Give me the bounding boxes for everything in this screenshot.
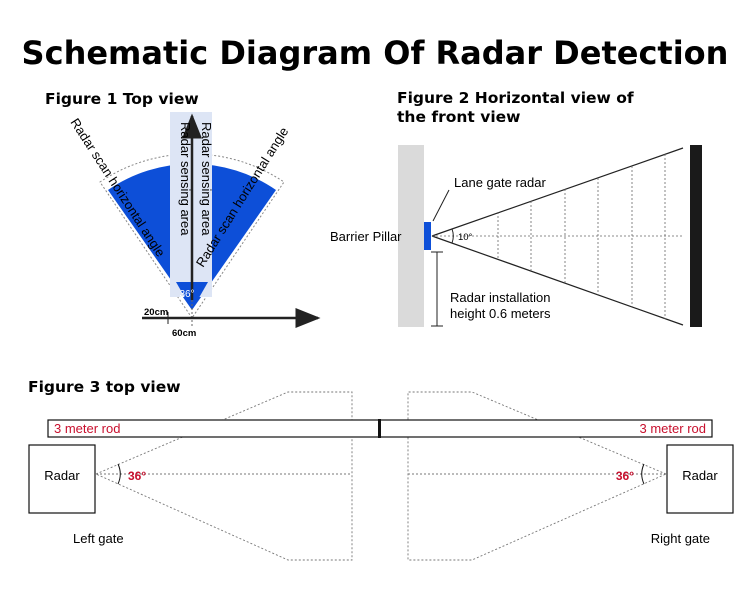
right-radar-label: Radar: [682, 468, 718, 483]
figure2-angle-label: 10°: [458, 232, 473, 243]
far-wall: [690, 145, 702, 327]
figure1-top-view: 36° Radar scan horizontal angle Radar sc…: [67, 112, 321, 339]
lane-gate-radar: [424, 222, 431, 250]
right-gate-label: Right gate: [651, 531, 710, 546]
right-rod-label: 3 meter rod: [640, 421, 706, 436]
sensing-area-label-right: Radar sensing area: [199, 122, 214, 236]
figure2-heading-line1: Figure 2 Horizontal view of: [397, 89, 634, 107]
beam-upper-line: [431, 147, 684, 237]
installation-height-label-line2: height 0.6 meters: [450, 306, 551, 321]
beam-lower-line: [431, 235, 684, 326]
lane-gate-radar-label: Lane gate radar: [454, 175, 546, 190]
barrier-pillar: [398, 145, 424, 327]
left-gate-label: Left gate: [73, 531, 124, 546]
figure1-heading: Figure 1 Top view: [45, 90, 199, 108]
left-radar-box: [28, 444, 96, 514]
dimension-20cm: 20cm: [144, 307, 168, 318]
figure1-angle-label: 36°: [179, 289, 194, 300]
left-scan-area: [94, 391, 353, 561]
figure2-heading-line2: the front view: [397, 108, 520, 126]
sensing-area-label-left: Radar sensing area: [178, 122, 193, 236]
right-angle-arc: [641, 463, 645, 485]
beam-grid: [432, 154, 683, 319]
left-radar-label: Radar: [44, 468, 80, 483]
figure3-heading: Figure 3 top view: [28, 378, 181, 396]
figure3-top-view: 3 meter rod 3 meter rod Radar Radar 36° …: [28, 391, 734, 561]
left-angle-arc: [117, 463, 121, 485]
rod-joint: [378, 419, 381, 438]
right-radar-box: [666, 444, 734, 514]
radar-callout-line: [432, 189, 450, 222]
page-title: Schematic Diagram Of Radar Detection: [22, 34, 729, 72]
figure2-front-view: Lane gate radar Barrier Pillar 10° Radar…: [330, 145, 702, 327]
installation-height-label-line1: Radar installation: [450, 290, 550, 305]
right-angle-label: 36°: [616, 469, 634, 483]
right-scan-area: [407, 391, 668, 561]
beam-angle-arc: [451, 228, 454, 244]
dimension-60cm: 60cm: [172, 328, 196, 339]
left-rod-label: 3 meter rod: [54, 421, 120, 436]
left-angle-label: 36°: [128, 469, 146, 483]
barrier-pillar-label: Barrier Pillar: [330, 229, 402, 244]
